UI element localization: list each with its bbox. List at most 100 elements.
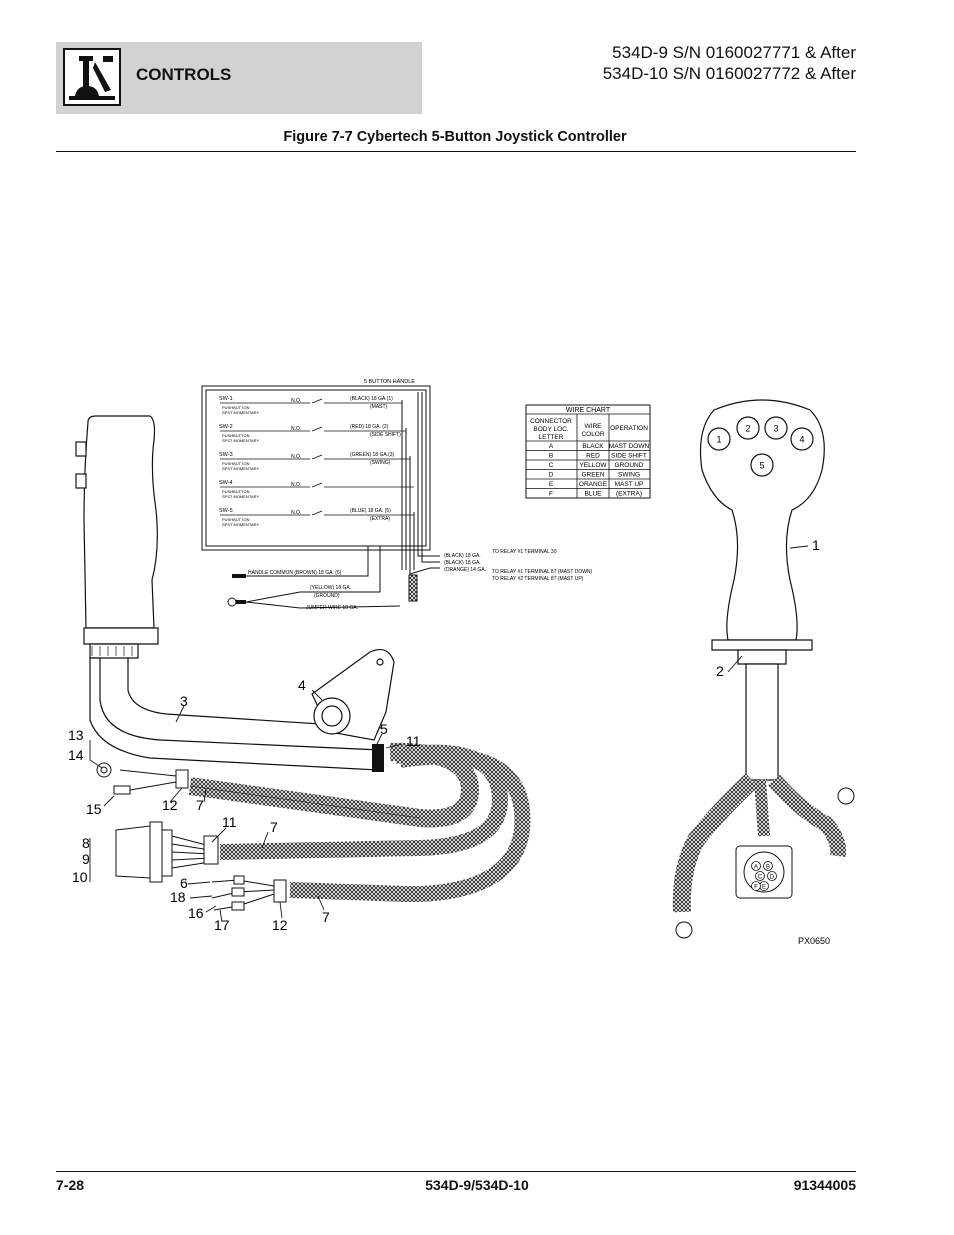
switch-id: SW-3 (219, 452, 233, 458)
callout-label: 3 (180, 693, 188, 709)
switch-contact-symbol (311, 398, 323, 404)
wire-chart-cell: A (549, 443, 554, 450)
wire-chart-cell: E (549, 481, 554, 488)
braided-sleeves (188, 742, 531, 902)
connector-pin-label: E (762, 885, 766, 891)
switch-contact-symbol (311, 482, 323, 488)
callout-label: 17 (214, 917, 230, 933)
wire-chart-cell: RED (586, 453, 600, 460)
wire-chart-cell: ORANGE (579, 481, 608, 488)
schematic-panel (201, 385, 440, 609)
callout-label: 12 (272, 917, 288, 933)
wire-chart-cell: YELLOW (579, 462, 607, 469)
switch-type: SPST MOMENTARY (222, 522, 259, 527)
wire-chart-cell: D (549, 472, 554, 479)
callout-label: 16 (188, 905, 204, 921)
figure-code: PX0650 (798, 936, 830, 946)
switch-contact-symbol (311, 426, 323, 432)
wire-chart-cell: SIDE SHIFT (611, 453, 647, 460)
switch-wire-label: (GREEN) 18 GA.(3) (350, 452, 395, 458)
wire-chart-header: OPERATION (610, 425, 648, 432)
connector-pin-label: F (754, 885, 758, 891)
footer-part-number: 91344005 (793, 1177, 856, 1193)
switch-type: SPST MOMENTARY (222, 494, 259, 499)
joystick-button (707, 427, 731, 451)
tube-clamp (372, 744, 384, 772)
ground-wire-label: (YELLOW) 18 GA. (310, 585, 351, 591)
callout-label: 14 (68, 747, 84, 763)
callout-label: 12 (162, 797, 178, 813)
wire-chart-header: CONNECTOR (530, 418, 572, 425)
header-rule (56, 151, 856, 152)
switch-wire-label: (BLACK) 18 GA.(1) (350, 396, 393, 402)
output-list: (BLACK) 18 GA.TO RELAY #1 TERMINAL 30(BL… (444, 549, 593, 582)
model-line-1: 534D-9 S/N 0160027771 & After (612, 43, 856, 62)
page-number: 7-28 (56, 1177, 85, 1193)
callout-label: 4 (298, 677, 306, 693)
wire-chart: WIRE CHART CONNECTOR WIRE OPERATION BODY LO… (525, 404, 651, 499)
switch-type: PUSHBUTTON (222, 405, 250, 410)
switch-type: SPST MOMENTARY (222, 466, 259, 471)
switch-type: PUSHBUTTON (222, 433, 250, 438)
handle-common-connector (232, 574, 246, 578)
joystick-button-label: 3 (773, 424, 778, 434)
wire-chart-header: WIRE (585, 423, 603, 430)
connector-pin (751, 881, 761, 891)
wire-chart-cell: BLACK (582, 443, 604, 450)
callout-label: 8 (82, 835, 90, 851)
callout-label: 6 (180, 875, 188, 891)
wire-chart-cell: C (549, 462, 554, 469)
switch-contact: N.O. (291, 454, 301, 460)
joystick-button-label: 5 (759, 461, 764, 471)
model-line-2: 534D-10 S/N 0160027772 & After (602, 64, 856, 83)
switch-contact: N.O. (291, 510, 301, 516)
callout-label: 15 (86, 801, 102, 817)
joystick-handle-front (699, 399, 825, 781)
wire-chart-cell: BLUE (585, 491, 603, 498)
connector-pin-label: A (754, 865, 758, 871)
wire-chart-header-line: LETTER (539, 434, 564, 441)
callout-label: 7 (322, 909, 330, 925)
wire-chart-title: WIRE CHART (566, 407, 611, 414)
callout-label: 1 (812, 537, 820, 553)
switch-contact: N.O. (291, 426, 301, 432)
callout-label: 9 (82, 851, 90, 867)
ground-ring-terminal (227, 597, 246, 607)
wire-chart-header-line: COLOR (581, 431, 604, 438)
figure-title: Figure 7-7 Cybertech 5-Button Joystick C… (283, 129, 627, 145)
switch-type: SPST MOMENTARY (222, 410, 259, 415)
output-wire-label: (ORANGE) 14 GA. (444, 567, 486, 573)
wire-chart-cell: (EXTRA) (616, 491, 642, 498)
callout-label: 11 (222, 814, 237, 830)
connector-pin (767, 871, 777, 881)
callout-label: 7 (196, 797, 204, 813)
ground-label: (GROUND) (314, 593, 340, 599)
switch-contact-symbol (311, 510, 323, 516)
joystick-button-label: 4 (799, 435, 804, 445)
switch-type: PUSHBUTTON (222, 517, 250, 522)
switch-id: SW-4 (219, 480, 233, 486)
callout-label: 10 (72, 869, 88, 885)
callout-label: 7 (270, 819, 278, 835)
wire-chart-header-line: BODY LOC. (533, 426, 568, 433)
switch-id: SW-1 (219, 396, 233, 402)
wire-chart-cell: MAST UP (615, 481, 644, 488)
footer-rule (56, 1171, 856, 1172)
switch-wire-label: (BLUE) 18 GA. (5) (350, 508, 391, 514)
model-serial: 534D-9 S/N 0160027771 & After 534D-10 S/… (603, 42, 856, 84)
jumper-wire-label: JUMPER WIRE 18 GA. (306, 605, 358, 611)
wire-chart-cell: SWING (618, 472, 640, 479)
connector-pin-label: B (766, 865, 770, 871)
callout-label: 11 (406, 733, 421, 749)
joystick-button-label: 1 (716, 435, 721, 445)
front-sleeves (672, 773, 847, 913)
joystick-button (736, 416, 760, 440)
wire-chart-cell: F (549, 491, 553, 498)
output-wire-label: (BLACK) 18 GA. (444, 553, 481, 559)
callout-label: 5 (380, 721, 388, 737)
switch-contact: N.O. (291, 482, 301, 488)
output-destination: TO RELAY #1 TERMINAL 87 (MAST DOWN) (492, 569, 593, 575)
